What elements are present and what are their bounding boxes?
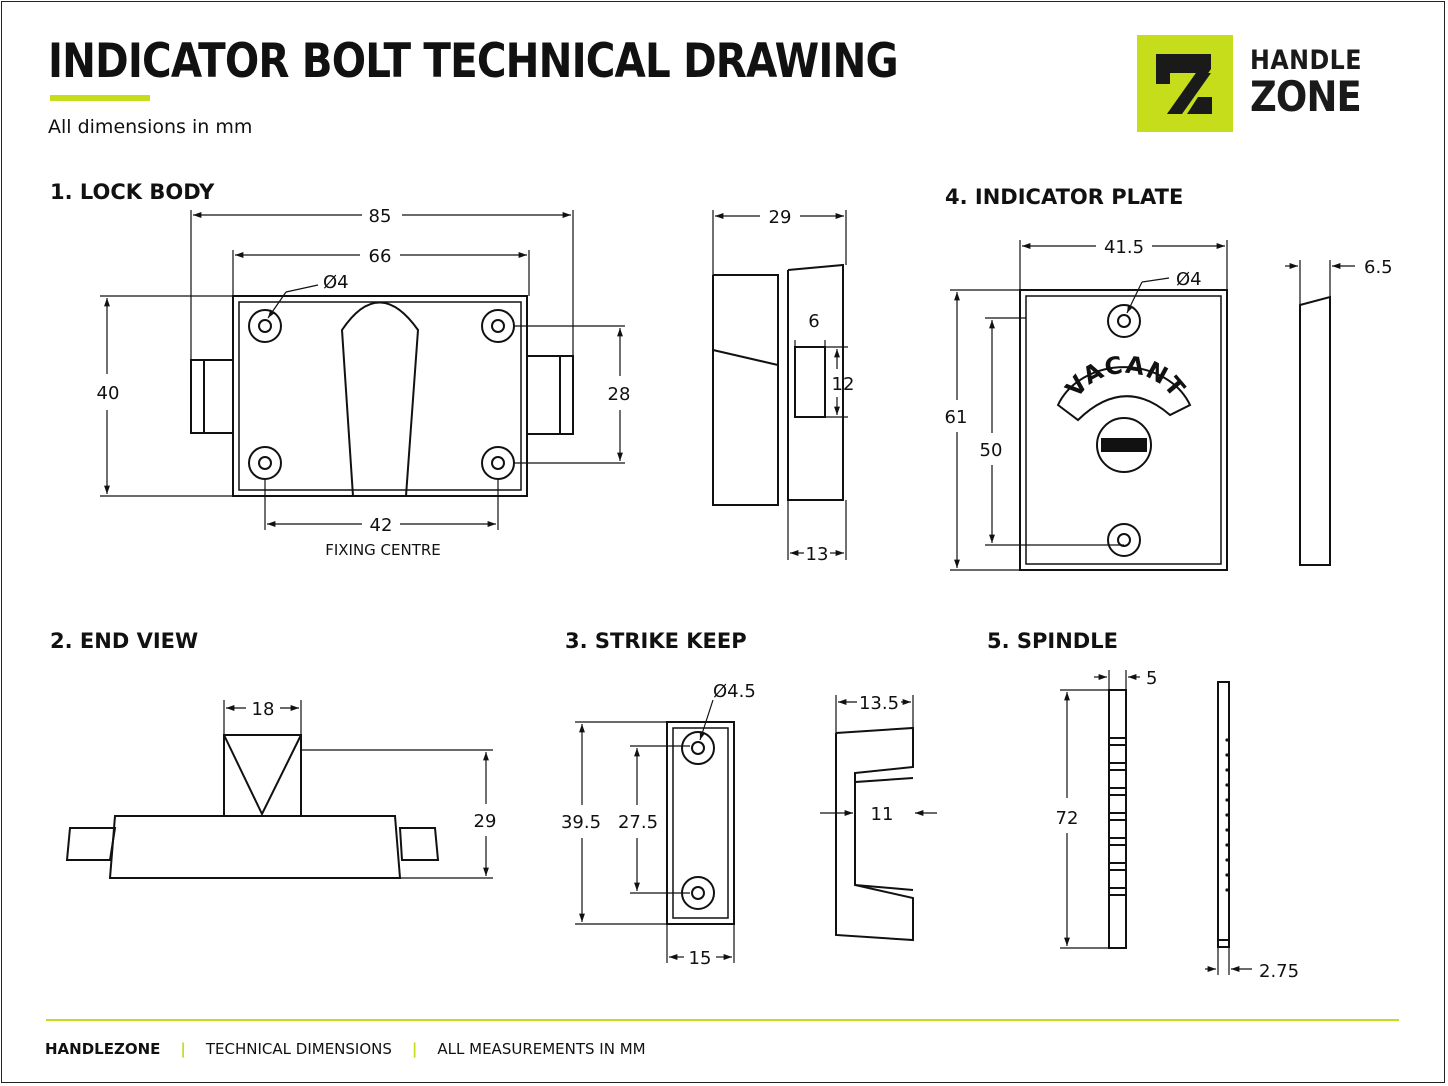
dim-fixing-vertical: 28 [608,384,631,405]
dim-base-depth: 13 [806,544,829,565]
footer-brand: HANDLEZONE [45,1040,161,1058]
dim-keep-slot: 11 [871,804,894,825]
dim-overall-width: 85 [369,206,392,227]
footer-technical-dimensions: TECHNICAL DIMENSIONS [205,1040,392,1058]
strike-keep-dimensions [575,695,937,963]
spindle-front-view [1108,689,1127,949]
dim-plate-height: 61 [945,407,968,428]
lock-side-view [712,263,844,506]
lock-body-heading: 1. LOCK BODY [50,180,215,204]
handlezone-logo-icon [1137,35,1233,132]
footer-measurements: ALL MEASUREMENTS IN MM [437,1040,646,1058]
dim-keep-height: 39.5 [561,812,601,833]
dim-plate-width: 41.5 [1104,237,1144,258]
spindle-side-view [1217,681,1230,948]
side-view-dimensions [712,210,848,560]
indicator-plate-heading: 4. INDICATOR PLATE [945,185,1183,209]
strike-keep-heading: 3. STRIKE KEEP [565,629,747,653]
dim-fixing-horizontal: 42 [370,515,393,536]
fixing-centre-label: FIXING CENTRE [325,541,441,559]
dim-bolt-width: 6 [808,311,819,332]
dim-plate-fixing: 50 [980,440,1003,461]
footer-divider [46,1019,1399,1021]
dim-spindle-length: 72 [1056,808,1079,829]
spindle-heading: 5. SPINDLE [987,629,1118,653]
dim-plate-thickness: 6.5 [1364,257,1393,278]
dim-plate-hole: Ø4 [1176,269,1202,290]
indicator-plate-dimensions [950,240,1355,571]
spindle-dimensions [1060,670,1252,975]
footer: HANDLEZONE | TECHNICAL DIMENSIONS | ALL … [45,1040,646,1058]
lock-body-dimensions [100,210,625,530]
dim-spindle-thickness: 2.75 [1259,961,1299,982]
title-underline [50,95,150,101]
brand-logo-text: HANDLE ZONE [1250,46,1362,118]
end-view-heading: 2. END VIEW [50,629,198,653]
dim-keep-hole: Ø4.5 [713,681,756,702]
vacant-indicator-label: VACANT [1060,351,1191,403]
dim-side-depth: 29 [769,207,792,228]
dim-keep-side-depth: 13.5 [859,693,899,714]
dim-spindle-width: 5 [1146,668,1157,689]
page-title: INDICATOR BOLT TECHNICAL DRAWING [48,34,899,89]
strike-keep-front-view [666,721,735,925]
indicator-plate-front-view [1019,289,1228,571]
dim-body-height: 40 [97,383,120,404]
dim-end-height: 29 [474,811,497,832]
dim-keep-width: 15 [689,948,712,969]
dim-keep-fixing: 27.5 [618,812,658,833]
dim-end-width: 18 [252,699,275,720]
brand-line-2: ZONE [1250,72,1362,121]
end-view-dimensions [223,700,493,879]
indicator-plate-edge-view [1299,295,1331,566]
strike-keep-side-view [835,726,914,942]
dim-case-width: 66 [369,246,392,267]
lock-body-front-view [190,295,574,497]
end-view-drawing [65,734,440,879]
dim-lock-hole: Ø4 [323,272,349,293]
brand-line-1: HANDLE [1250,45,1362,76]
footer-separator: | [180,1040,186,1058]
dim-bolt-height: 12 [832,374,855,395]
footer-separator: | [411,1040,418,1058]
page-subtitle: All dimensions in mm [48,116,253,138]
